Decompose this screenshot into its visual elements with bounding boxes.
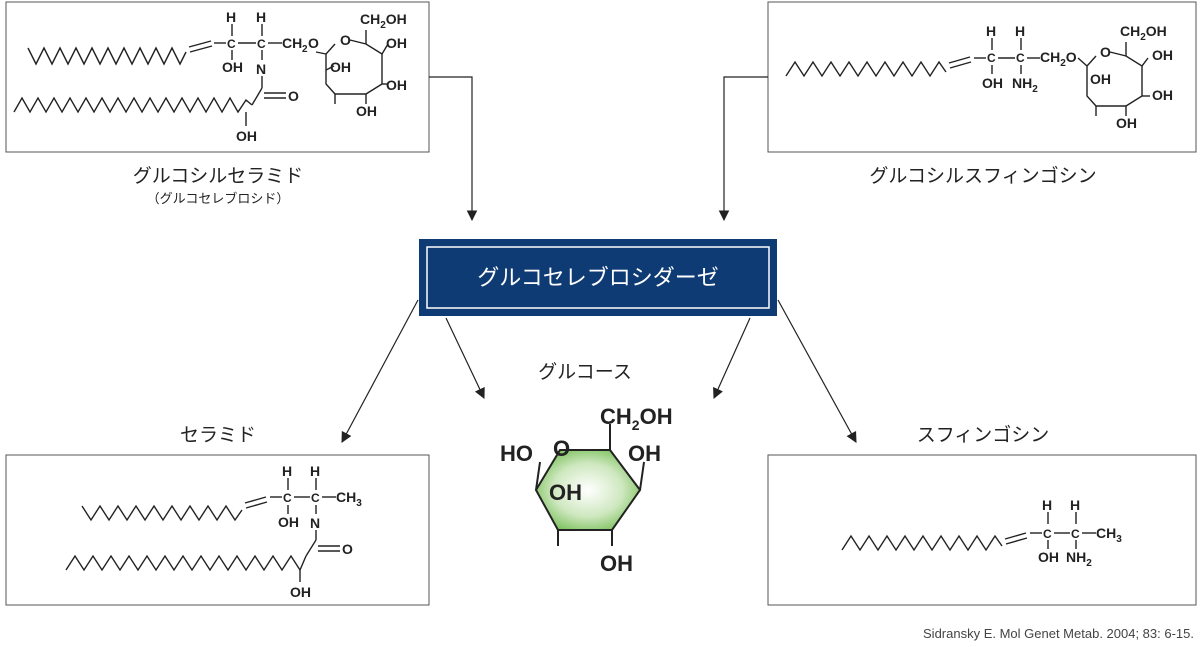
cer-atom-oh: OH: [278, 514, 299, 530]
glucosylsphingosine-title: グルコシルスフィンゴシン: [869, 165, 1096, 187]
atom-c2: C: [257, 37, 266, 51]
gs-atom-oh-r3: OH: [1090, 71, 1111, 87]
sph-atom-c2: C: [1071, 527, 1080, 541]
ceramide-box: [5, 454, 430, 606]
atom-c1: C: [227, 37, 236, 51]
glc-ch2oh: CH2OH: [600, 404, 673, 433]
glucosylsphingosine-atoms: H C OH H C NH2 CH2O O CH2OH OH OH OH OH: [982, 23, 1173, 131]
fatty-acid-chain: [13, 96, 253, 114]
cer-atom-c2: C: [311, 491, 320, 505]
gs-atom-ring-o: O: [1100, 44, 1111, 60]
sph-atom-h1: H: [1042, 497, 1052, 513]
cer-atom-oh-acyl: OH: [290, 584, 311, 600]
gs-atom-nh2: NH2: [1012, 75, 1038, 95]
glc-ho: HO: [500, 441, 533, 466]
atom-ch2: CH: [282, 35, 302, 51]
atom-oh1: OH: [222, 59, 243, 75]
sph-atom-c1: C: [1043, 527, 1052, 541]
arrow-to-glucose-left: [445, 317, 485, 399]
sph-atom-oh: OH: [1038, 549, 1059, 565]
atom-o-link: O: [308, 35, 319, 51]
glucose-atoms: CH2OH HO O OH OH OH: [500, 404, 673, 576]
cer-atom-ch3: CH3: [336, 489, 362, 509]
glucosylceramide-atoms: H C OH H C N CH 2 O O CH2OH OH OH OH OH …: [222, 9, 407, 144]
ceramide-title: セラミド: [180, 424, 256, 446]
sphingosine-chain: [27, 46, 187, 66]
atom-ch2oh: CH2OH: [360, 11, 407, 31]
atom-oh-ring4: OH: [356, 103, 377, 119]
atom-h1: H: [226, 9, 236, 25]
sphingosine-atoms: H C OH H C NH2 CH3: [1038, 497, 1122, 569]
gs-atom-oh-r2: OH: [1152, 87, 1173, 103]
glc-oh-center: OH: [549, 480, 582, 505]
gs-atom-c1: C: [987, 51, 996, 65]
glucosylceramide-structure: [13, 24, 389, 126]
enzyme-box: グルコセレブロシダーゼ: [419, 239, 777, 316]
arrow-from-glucosylceramide: [429, 76, 478, 222]
atom-ch2-sub: 2: [302, 44, 308, 55]
arrow-to-glucose-right: [713, 317, 751, 399]
cer-atom-n: N: [310, 515, 320, 531]
sph-atom-ch3: CH3: [1096, 525, 1122, 545]
gs-atom-h1: H: [986, 23, 996, 39]
enzyme-label: グルコセレブロシダーゼ: [477, 266, 719, 291]
atom-ring-o: O: [340, 32, 351, 48]
sph-atom-nh2: NH2: [1066, 549, 1092, 569]
arrow-from-glucosylsphingosine: [718, 76, 768, 222]
arrow-to-ceramide: [341, 299, 419, 443]
atom-oh-ring2: OH: [386, 77, 407, 93]
gs-atom-ch2oh: CH2OH: [1120, 23, 1167, 43]
ceramide-atoms: H C OH H C N CH3 O OH: [278, 463, 362, 600]
gs-atom-h2: H: [1015, 23, 1025, 39]
atom-oh-acyl: OH: [236, 128, 257, 144]
glucose-structure: [534, 424, 645, 546]
glc-ring-o: O: [553, 436, 570, 461]
glucosylsphingosine-structure: [785, 38, 1150, 116]
cer-atom-h2: H: [310, 463, 320, 479]
sphingosine-title: スフィンゴシン: [917, 424, 1050, 446]
glucosylceramide-alias: （グルコセレブロシド）: [147, 191, 290, 207]
cer-atom-o-carbonyl: O: [342, 541, 353, 557]
arrow-to-sphingosine: [777, 299, 857, 443]
sphingosine-box: [767, 454, 1197, 606]
reference-citation: Sidransky E. Mol Genet Metab. 2004; 83: …: [923, 626, 1194, 641]
atom-oh-ring3: OH: [330, 59, 351, 75]
sphingosine-structure: [841, 512, 1096, 552]
glc-oh-bottom: OH: [600, 551, 633, 576]
glucosylsphingosine-box: [767, 1, 1197, 153]
gs-atom-oh: OH: [982, 75, 1003, 91]
glucosylceramide-box: [5, 1, 430, 153]
atom-o-carbonyl: O: [288, 88, 299, 104]
gs-atom-c2: C: [1016, 51, 1025, 65]
atom-n: N: [256, 61, 266, 77]
atom-h2: H: [256, 9, 266, 25]
atom-oh-ring1: OH: [386, 35, 407, 51]
glucose-title: グルコース: [538, 361, 632, 383]
cer-atom-h1: H: [282, 463, 292, 479]
gs-atom-ch2o: CH2O: [1040, 49, 1077, 69]
arrows: [341, 76, 857, 443]
gs-atom-oh-r1: OH: [1152, 47, 1173, 63]
ceramide-structure: [65, 478, 340, 582]
cer-atom-c1: C: [283, 491, 292, 505]
gs-atom-oh-r4: OH: [1116, 115, 1137, 131]
glc-oh-right: OH: [628, 441, 661, 466]
sph-atom-h2: H: [1070, 497, 1080, 513]
glucosylceramide-title: グルコシルセラミド: [133, 165, 304, 187]
